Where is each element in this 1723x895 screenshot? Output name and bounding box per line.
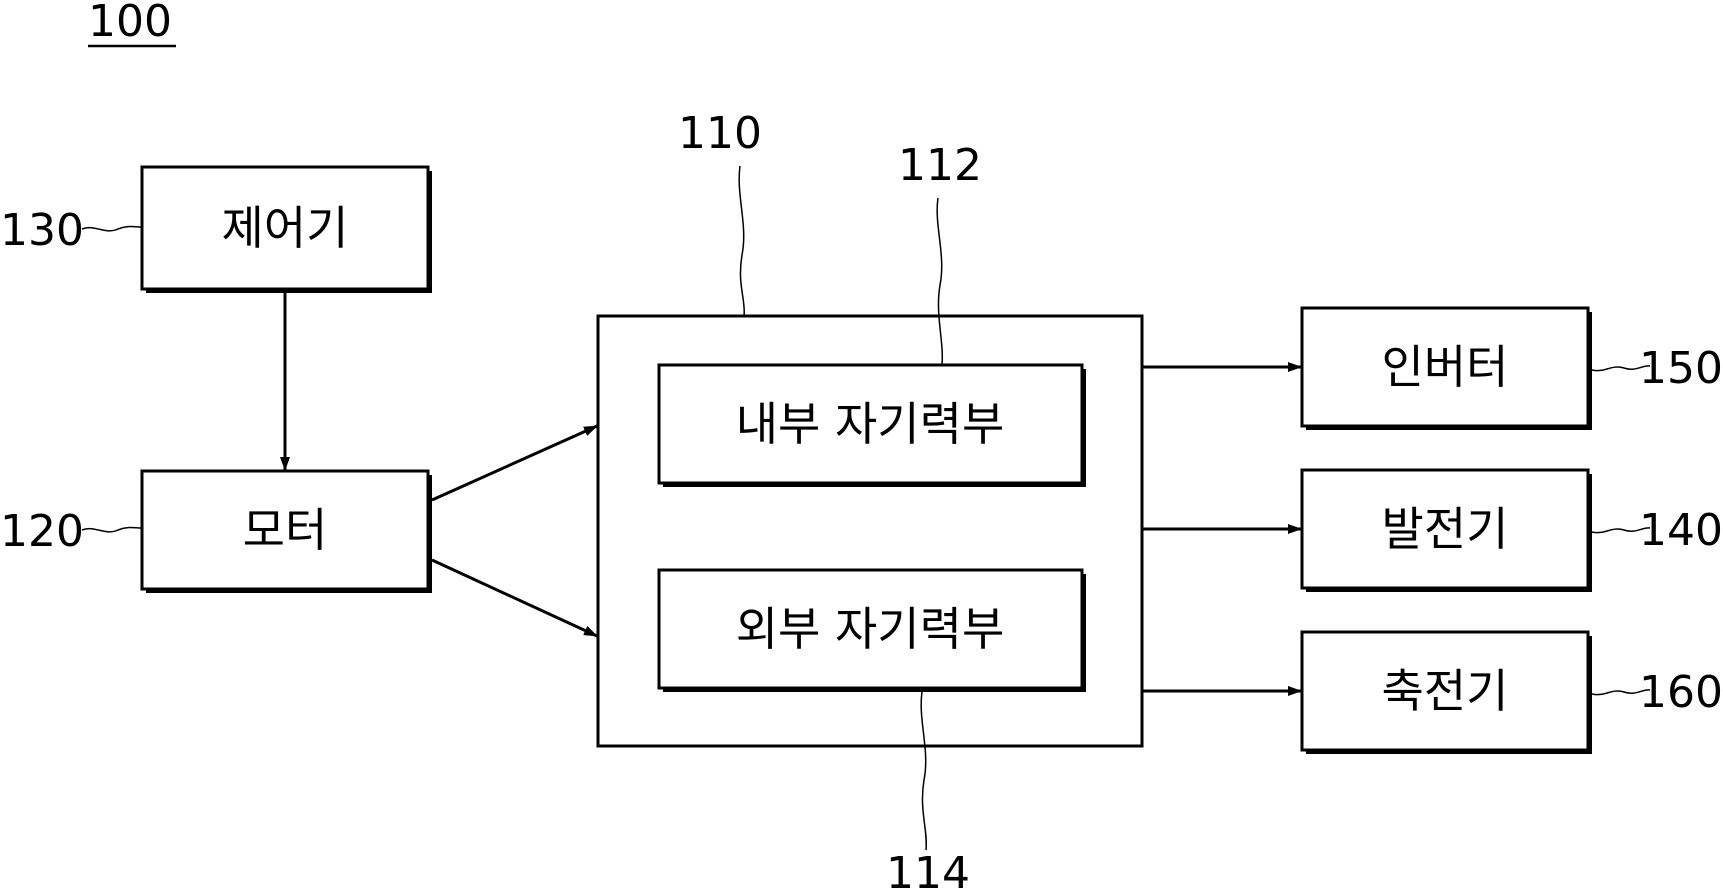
battery-label: 축전기 xyxy=(1382,664,1509,718)
outer-magnetic-ref: 114 xyxy=(886,848,970,895)
controller-label: 제어기 xyxy=(222,201,349,255)
motor-block: 모터 xyxy=(140,469,432,593)
controller-ref: 130 xyxy=(0,205,84,256)
magnetic-unit-ref: 110 xyxy=(678,108,762,159)
controller-leader xyxy=(81,225,143,232)
battery-leader xyxy=(1591,689,1651,696)
motor-ref: 120 xyxy=(0,506,84,557)
arrow-motor-to-inner xyxy=(431,424,598,502)
outer-magnetic-label: 외부 자기력부 xyxy=(736,602,1005,656)
inner-magnetic-label: 내부 자기력부 xyxy=(736,397,1005,451)
generator-label: 발전기 xyxy=(1382,502,1509,556)
motor-leader xyxy=(81,526,143,533)
inverter-block: 인버터 xyxy=(1300,306,1592,430)
generator-leader xyxy=(1591,527,1651,534)
figure-number: 100 xyxy=(88,0,172,47)
inverter-leader xyxy=(1591,365,1651,372)
inner-magnetic-ref: 112 xyxy=(898,140,982,191)
motor-label: 모터 xyxy=(243,503,328,557)
magnetic-unit-leader xyxy=(738,165,746,317)
outer-magnetic-leader xyxy=(920,691,928,851)
inverter-ref: 150 xyxy=(1639,343,1723,394)
battery-block: 축전기 xyxy=(1300,630,1592,754)
generator-block: 발전기 xyxy=(1300,468,1592,592)
arrow-motor-to-outer xyxy=(431,558,598,638)
inner-magnetic-block: 내부 자기력부 xyxy=(657,363,1086,487)
battery-ref: 160 xyxy=(1639,667,1723,718)
controller-block: 제어기 xyxy=(140,165,432,293)
inner-magnetic-leader xyxy=(936,197,944,366)
outer-magnetic-block: 외부 자기력부 xyxy=(657,568,1086,692)
inverter-label: 인버터 xyxy=(1382,340,1509,394)
generator-ref: 140 xyxy=(1639,505,1723,556)
